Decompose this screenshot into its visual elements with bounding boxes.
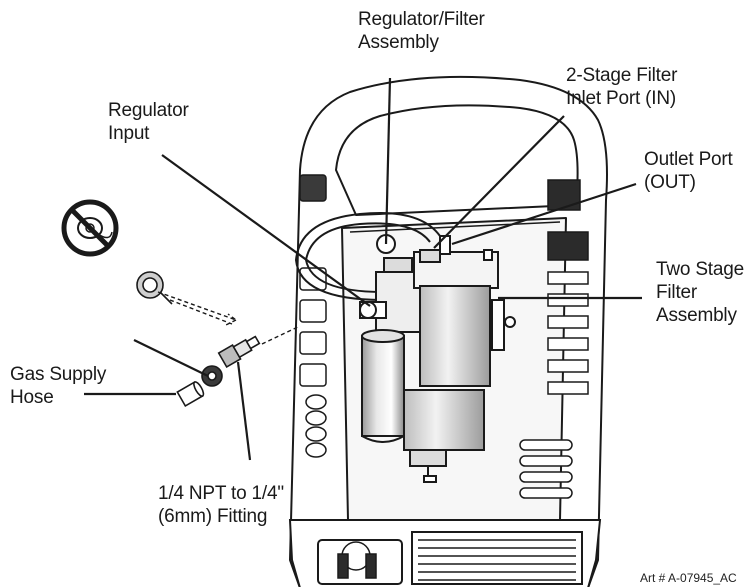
assembly-arrow: [157, 291, 301, 345]
base-clamp: [337, 541, 377, 579]
label-outlet-port: Outlet Port (OUT): [644, 148, 733, 194]
label-two-stage-filter-inlet: 2-Stage Filter Inlet Port (IN): [566, 64, 677, 110]
two-stage-filter: [403, 235, 516, 483]
regulator-filter-assembly: [359, 234, 421, 443]
label-line: (OUT): [644, 172, 696, 193]
base: [288, 519, 602, 587]
label-two-stage-filter-assembly: Two Stage Filter Assembly: [656, 258, 744, 327]
label-line: (6mm) Fitting: [158, 506, 268, 527]
label-line: Outlet Port: [644, 149, 733, 170]
label-line: Two Stage: [656, 259, 744, 280]
label-fitting: 1/4 NPT to 1/4" (6mm) Fitting: [158, 482, 284, 528]
label-line: Input: [108, 123, 150, 144]
label-line: Assembly: [656, 305, 737, 326]
label-regulator-input: Regulator Input: [108, 99, 189, 145]
label-line: 2-Stage Filter: [566, 65, 678, 86]
left-vent-slots: [299, 174, 327, 458]
internal-hose: [294, 211, 441, 301]
label-line: Hose: [10, 387, 54, 408]
label-line: Regulator: [108, 100, 189, 121]
label-line: Assembly: [358, 32, 439, 53]
label-regulator-filter-assembly: Regulator/Filter Assembly: [358, 8, 485, 54]
art-number: Art # A-07945_AC: [640, 571, 737, 585]
label-line: 1/4 NPT to 1/4": [158, 483, 284, 504]
label-line: Regulator/Filter: [358, 9, 485, 30]
label-line: Gas Supply: [10, 364, 107, 385]
no-tape-icon: [61, 199, 119, 257]
base-vent-grille: [418, 539, 576, 581]
leader-lines: [84, 77, 642, 461]
label-line: Inlet Port (IN): [566, 88, 676, 109]
label-line: Filter: [656, 282, 698, 303]
label-gas-supply-hose: Gas Supply Hose: [10, 363, 106, 409]
fitting-exploded-view: [136, 271, 261, 408]
